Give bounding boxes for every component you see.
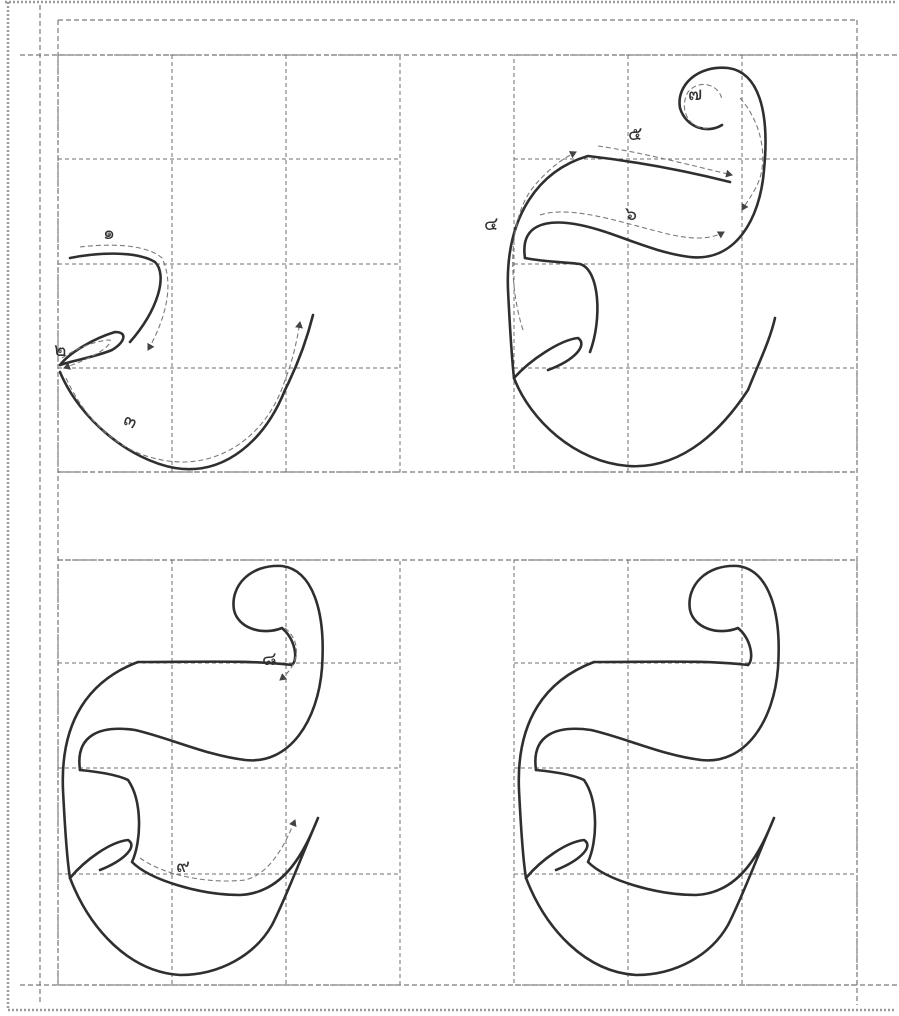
letter-strokes (519, 566, 779, 975)
guide-arrows (513, 84, 763, 330)
stroke-number-3: ๓ (120, 408, 141, 433)
panel-step-3: ๘ ๙ (63, 566, 323, 975)
stroke-number-9: ๙ (176, 855, 190, 877)
stroke-number-7: ๗ (688, 83, 702, 105)
letter-strokes (60, 254, 313, 469)
stroke-number-4: ๔ (484, 213, 498, 235)
panel-step-2: ๔ ๕ ๖ ๗ (484, 68, 775, 467)
stroke-number-6: ๖ (625, 203, 637, 225)
panel-grid-1 (58, 55, 400, 472)
stroke-number-8: ๘ (262, 648, 277, 670)
stroke-number-1: ๑ (103, 222, 115, 244)
letter-strokes (63, 566, 323, 975)
panel-grid-4 (514, 560, 857, 985)
stroke-number-5: ๕ (628, 123, 642, 145)
panel-grid-3 (58, 560, 400, 985)
panel-step-1: ๑ ๒ ๓ (54, 222, 313, 469)
panel-step-4 (519, 566, 779, 975)
stroke-number-2: ๒ (54, 339, 67, 361)
